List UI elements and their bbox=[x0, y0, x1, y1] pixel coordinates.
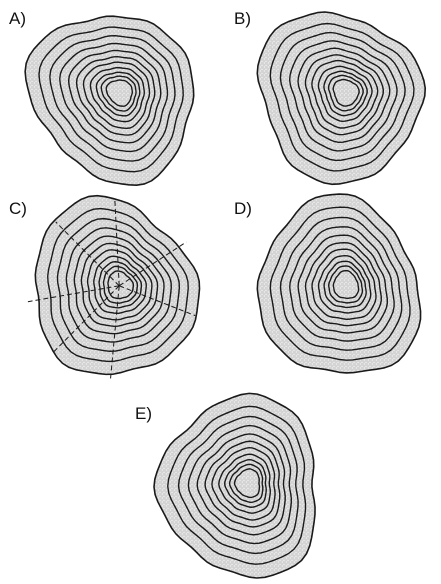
growth-ring bbox=[25, 16, 194, 185]
growth-ring bbox=[257, 194, 420, 373]
tree-ring-figure-a bbox=[23, 2, 203, 190]
tree-ring-figure-e bbox=[149, 391, 333, 583]
tree-ring-figure-d bbox=[247, 193, 431, 385]
tree-ring-figure-b bbox=[249, 2, 429, 190]
growth-ring bbox=[35, 196, 199, 375]
growth-ring bbox=[257, 12, 425, 184]
tree-ring-figure-c bbox=[21, 193, 205, 385]
